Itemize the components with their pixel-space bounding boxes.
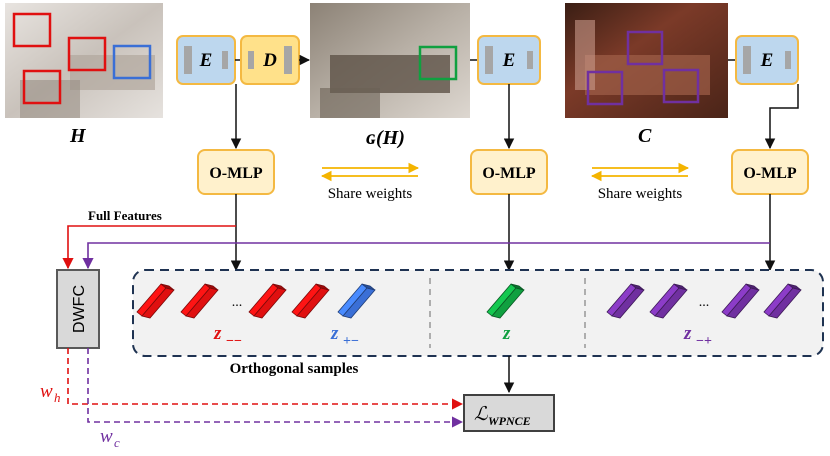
orthogonal-samples-label: Orthogonal samples [230,361,359,377]
mlp-block-2: O-MLP [470,149,548,195]
z-symbol: z [213,323,222,344]
purple-patch-box [626,30,664,66]
sample-bars [136,283,802,319]
mlp-block-3: O-MLP [731,149,809,195]
red-sample-bar [180,283,219,319]
dehazed-image-gh [310,3,470,118]
red-weight-line-wh [67,348,464,410]
ellipsis-purple: ... [699,295,710,310]
loss-subscript: WPNCE [488,414,531,428]
encoder-block-1: E [176,35,236,85]
w-subscript: h [54,390,61,405]
z-subscript: +− [343,334,359,349]
w-subscript: c [114,435,120,450]
encoder-block-2: E [477,35,541,85]
encoder-label: E [760,50,774,71]
dwfc-block: DWFC [56,269,100,349]
red-patch-box [22,69,62,105]
z-subscript: −− [226,334,242,349]
weight-label-wh: w h [40,381,61,405]
share-weights-2: Share weights [590,162,690,202]
decoder-label: D [262,50,277,71]
image-label-gh: ɢ(H) [366,127,405,149]
share-weights-label: Share weights [328,186,413,202]
z-symbol: z [683,323,692,344]
hazy-image-h [5,3,163,118]
label-z-minus-minus: z −− [213,323,242,349]
ellipsis-red: ... [232,295,243,310]
mlp-label: O-MLP [482,165,536,182]
encoder-label: E [199,50,213,71]
blue-sample-bar [337,283,376,319]
green-patch-box [418,45,458,81]
image-label-c: C [638,125,652,147]
dwfc-label: DWFC [71,285,88,333]
orthogonal-samples-container [132,269,824,357]
green-sample-bar [486,283,525,319]
mlp-label: O-MLP [743,165,797,182]
clear-image-c [565,3,728,118]
red-patch-box [12,12,52,48]
full-features-label: Full Features [88,208,162,223]
w-symbol: w [40,381,53,402]
purple-sample-bar [606,283,645,319]
purple-patch-box [662,68,700,104]
decoder-block: D [240,35,300,85]
share-weights-label: Share weights [598,186,683,202]
encoder-block-3: E [735,35,799,85]
red-full-features-line [62,225,236,270]
red-sample-bar [291,283,330,319]
arrow-encoder-to-mlp-3 [764,84,799,150]
purple-sample-bar [721,283,760,319]
loss-symbol: ℒ [474,404,489,425]
mlp-label: O-MLP [209,165,263,182]
loss-box: ℒ WPNCE [463,394,555,432]
z-subscript: −+ [696,334,712,349]
red-sample-bar [248,283,287,319]
encoder-label: E [502,50,516,71]
mlp-block-1: O-MLP [197,149,275,195]
label-z: z [502,323,511,344]
purple-full-features-line [82,242,770,270]
purple-sample-bar [649,283,688,319]
red-patch-box [67,36,107,72]
weight-label-wc: w c [100,426,120,450]
purple-patch-box [586,70,624,106]
w-symbol: w [100,426,113,447]
image-label-h: H [69,125,87,147]
purple-sample-bar [763,283,802,319]
purple-weight-line-wc [87,348,464,428]
label-z-plus-minus: z +− [330,323,359,349]
share-weights-1: Share weights [320,162,420,202]
z-symbol: z [502,323,511,344]
red-sample-bar [136,283,175,319]
z-symbol: z [330,323,339,344]
blue-patch-box [112,44,152,80]
label-z-minus-plus: z −+ [683,323,712,349]
